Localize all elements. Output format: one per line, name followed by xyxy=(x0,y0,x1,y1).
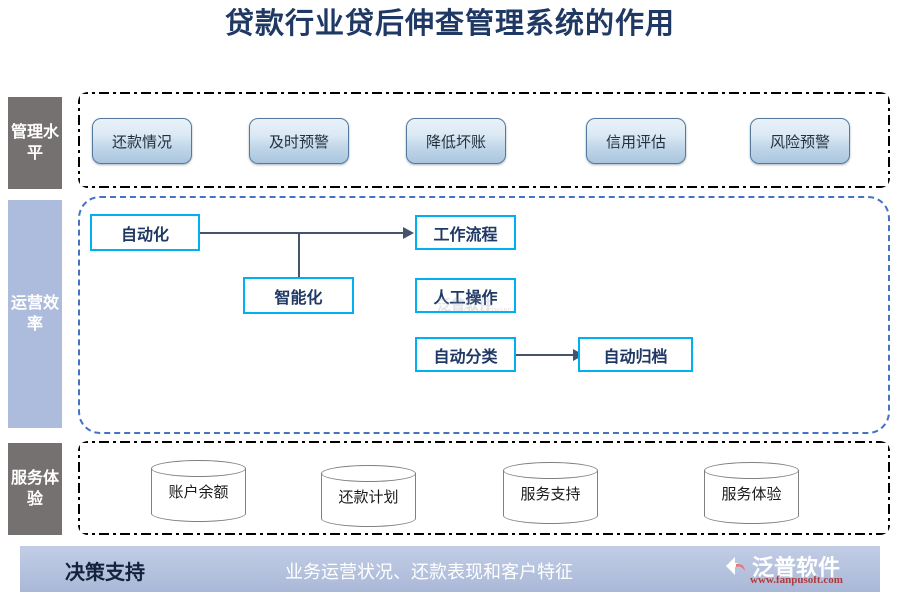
cylinder-label: 服务体验 xyxy=(721,486,782,503)
brand-name: 泛普软件 xyxy=(752,555,841,580)
cylinder-top xyxy=(321,465,416,482)
cylinder-label: 账户余额 xyxy=(168,484,229,501)
item-box-auto-classify[interactable]: 自动分类 xyxy=(415,337,516,372)
page-title: 贷款行业贷后伸查管理系统的作用 xyxy=(224,8,675,40)
item-cylinder-account-balance[interactable]: 账户余额 xyxy=(151,460,246,522)
item-cylinder-service-experience[interactable]: 服务体验 xyxy=(704,462,799,524)
item-box-auto-archive[interactable]: 自动归档 xyxy=(578,337,693,372)
brand-logo[interactable]: 泛普软件 www.fanpusoft.com xyxy=(722,548,872,590)
item-button-timely-warning[interactable]: 及时预警 xyxy=(249,118,349,164)
item-button-risk-warning[interactable]: 风险预警 xyxy=(750,118,850,164)
cylinder-label: 服务支持 xyxy=(520,486,581,503)
brand-url: www.fanpusoft.com xyxy=(750,574,843,586)
item-box-workflow[interactable]: 工作流程 xyxy=(415,215,516,250)
arrowhead-to-workflow xyxy=(403,227,414,239)
connector-classify-to-archive xyxy=(516,354,578,356)
connector-intelligence-riser xyxy=(298,232,300,277)
item-cylinder-service-support[interactable]: 服务支持 xyxy=(503,462,598,524)
item-box-manual-operation[interactable]: 人工操作 xyxy=(415,278,516,313)
footer-bar: 决策支持 业务运营状况、还款表现和客户特征 泛普软件 www.fanpusoft… xyxy=(20,546,880,592)
footer-left-label: 决策支持 xyxy=(65,562,145,584)
cylinder-bottom-mask xyxy=(504,504,597,516)
cylinder-bottom-mask xyxy=(322,507,415,519)
item-button-credit-assessment[interactable]: 信用评估 xyxy=(586,118,686,164)
cylinder-top xyxy=(503,462,598,479)
footer-center-text: 业务运营状况、还款表现和客户特征 xyxy=(285,562,573,582)
item-button-reduce-bad-debt[interactable]: 降低坏账 xyxy=(406,118,506,164)
cylinder-top xyxy=(151,460,246,477)
cylinder-bottom-mask xyxy=(705,504,798,516)
item-cylinder-repayment-plan[interactable]: 还款计划 xyxy=(321,465,416,527)
category-label-efficiency: 运营效率 xyxy=(8,200,62,428)
cylinder-label: 还款计划 xyxy=(338,489,399,506)
cylinder-top xyxy=(704,462,799,479)
cylinder-bottom-mask xyxy=(152,502,245,514)
item-box-automation[interactable]: 自动化 xyxy=(90,214,200,251)
item-box-intelligence[interactable]: 智能化 xyxy=(243,277,354,314)
category-label-management: 管理水平 xyxy=(8,97,62,189)
category-label-service: 服务体验 xyxy=(8,443,62,535)
brand-mark-icon xyxy=(726,557,745,575)
connector-automation-to-workflow xyxy=(200,232,408,234)
item-button-repayment-status[interactable]: 还款情况 xyxy=(92,118,192,164)
section-container-efficiency xyxy=(78,196,890,434)
